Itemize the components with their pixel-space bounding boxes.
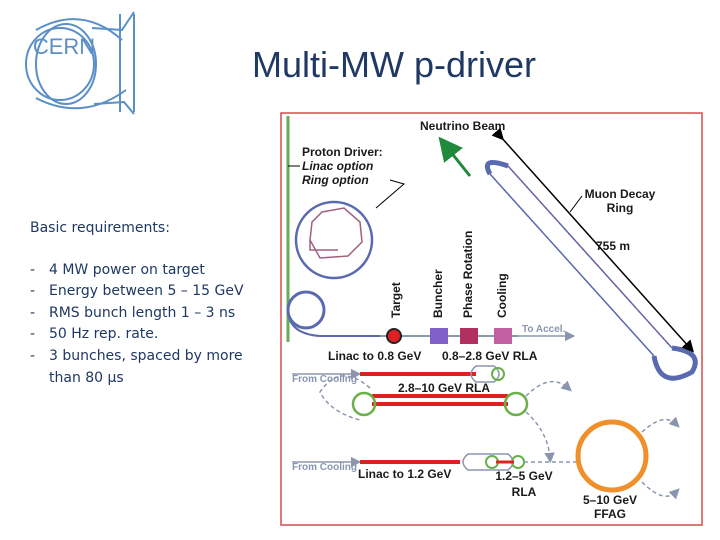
ffag-label-2: FFAG [594,507,626,521]
from-cooling-label-2: From Cooling [292,462,357,473]
ring-option-label: Ring option [302,173,369,187]
ring-length-arrow [491,127,695,353]
requirement-item: RMS bunch length 1 – 3 ns [30,303,270,325]
ffag-label: 5–10 GeV [583,493,637,507]
linac-12-label: Linac to 1.2 GeV [358,467,451,481]
linac-option-label: Linac option [302,159,373,173]
requirement-item: 3 bunches, spaced by more than 80 µs [30,346,270,389]
page-title: Multi-MW p-driver [252,44,536,85]
rla-28-10-return-right [525,380,572,397]
target-label: Target [389,282,403,318]
proton-transfer-line [287,311,380,337]
requirement-item: 50 Hz rep. rate. [30,324,270,346]
neutrino-beam-arrow [438,136,472,177]
muon-decay-ring-label: Muon Decay [585,187,656,201]
accelerator-diagram: Proton Driver: Linac option Ring option … [280,112,703,526]
rla-28-10-return-left [319,375,371,421]
ffag-output-top [641,416,680,433]
ffag-ring [575,419,649,493]
cern-logo: CERN [25,11,135,115]
cooling-label: Cooling [495,273,509,318]
to-accel-label: To Accel. [522,324,566,335]
ring-option-octagon [309,207,363,259]
rla-12-5-label-2: RLA [512,485,537,499]
rla-08-28-loop [470,365,500,383]
requirements-block: Basic requirements: 4 MW power on target… [30,218,270,389]
rla-08-28-spreader [491,367,505,381]
neutrino-beam-label: Neutrino Beam [420,119,505,133]
rla-28-10-label: 2.8–10 GeV RLA [398,381,490,395]
requirement-item: Energy between 5 – 15 GeV [30,281,270,303]
rla-12-5-label: 1.2–5 GeV [495,469,552,483]
logo-text: CERN [33,34,95,59]
cooling-block [494,328,512,344]
rla-12-5-loop [462,453,514,471]
proton-driver-label: Proton Driver: [302,145,383,159]
ring-length-label: 755 m [596,239,630,253]
rla-28-10-left-arc [351,391,377,417]
buncher-block [430,328,448,344]
ffag-output-bottom [641,481,680,500]
from-cooling-label-1: From Cooling [292,374,357,385]
requirements-list: 4 MW power on target Energy between 5 – … [30,260,270,390]
muon-decay-ring-label-2: Ring [607,201,634,215]
phase-rotation-block [460,328,478,344]
requirements-heading: Basic requirements: [30,220,170,236]
ring-option-pointer [375,179,406,209]
linac-08-label: Linac to 0.8 GeV [328,349,421,363]
ring-option-transfer [309,240,338,251]
phase-rotation-label: Phase Rotation [461,231,475,318]
target-marker [386,328,402,344]
rla-08-28-label: 0.8–2.8 GeV RLA [442,349,538,363]
buncher-label: Buncher [431,269,445,318]
ring-option-ring [294,200,374,280]
rla-28-10-right-arc [503,391,529,417]
accumulator-ring [286,290,326,330]
requirement-item: 4 MW power on target [30,260,270,282]
